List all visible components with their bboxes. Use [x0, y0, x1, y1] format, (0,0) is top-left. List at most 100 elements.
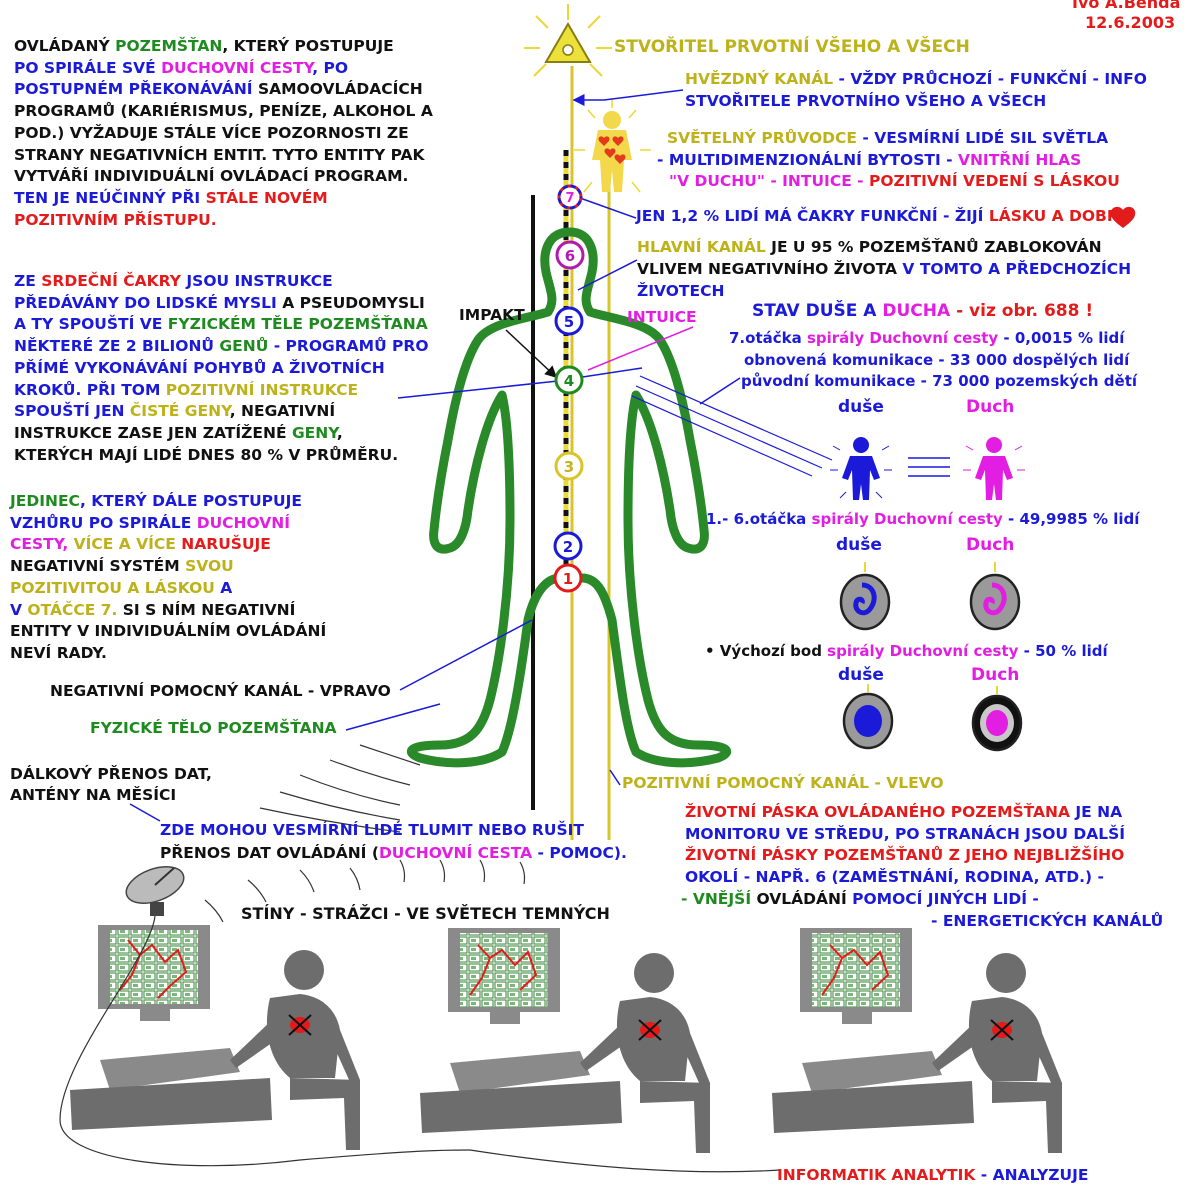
- light-guide-figure: [574, 98, 651, 192]
- individual-text-line: SI S NÍM NEGATIVNÍ: [117, 601, 295, 619]
- chakra-5: 5: [556, 308, 582, 334]
- heart-text-line: , NEGATIVNÍ: [230, 402, 335, 420]
- heart-text-line: ZE: [14, 272, 41, 290]
- intro-text-line: PO SPIRÁLE SVÉ: [14, 59, 161, 77]
- individual-text-line: POZITIVITOU A LÁSKOU: [10, 579, 220, 597]
- heart-chakra-text: ZE SRDEČNÍ ČAKRY JSOU INSTRUKCE PŘEDÁVÁN…: [14, 271, 429, 466]
- shadows-guardians-label: STÍNY - STRÁŽCI - VE SVĚTECH TEMNÝCH: [241, 904, 610, 924]
- heart-text-line: JSOU INSTRUKCE: [181, 272, 333, 290]
- individual-text-line: , KTERÝ DÁLE POSTUPUJE: [80, 492, 302, 510]
- turn-7-part: Duchovní cesty: [869, 329, 998, 347]
- star-channel-part: HVĚZDNÝ KANÁL: [685, 70, 833, 88]
- spirit-head-middle: [971, 562, 1019, 629]
- intro-text-line: POZITIVNÍM PŘÍSTUPU.: [14, 210, 433, 232]
- spirit-figure-magenta: [963, 437, 1025, 500]
- intro-text-line: DUCHOVNÍ CESTY: [161, 59, 312, 77]
- operator-workstation-right: [772, 928, 1062, 1153]
- physical-body-label: FYZICKÉ TĚLO POZEMŠŤANA: [90, 719, 337, 738]
- main-channel-part: JE U 95 % POZEMŠŤANŮ ZABLOKOVÁN: [766, 238, 1102, 256]
- heart-text-line: A TY SPOUŠTÍ VE: [14, 315, 168, 333]
- intro-text-line: POSTUPNÉM PŘEKONÁVÁNÍ: [14, 80, 258, 98]
- informatik-part: INFORMATIK ANALYTIK: [777, 1166, 975, 1184]
- individual-text-line: V: [10, 601, 27, 619]
- chakra-2-label: 2: [563, 538, 573, 556]
- individual-text-line: OTÁČCE 7.: [27, 601, 117, 619]
- intro-text-line: , KTERÝ POSTUPUJE: [222, 37, 393, 55]
- informatik-label: INFORMATIK ANALYTIK - ANALYZUJE: [777, 1166, 1088, 1185]
- turn-1-6-label: 1.- 6.otáčka spirály Duchovní cesty - 49…: [706, 510, 1139, 528]
- soul-spirit-exchange-arrows: [908, 458, 950, 476]
- star-channel-part: - VŽDY PRŮCHOZÍ - FUNKČNÍ - INFO: [833, 70, 1147, 88]
- individual-text-line: JEDINEC: [10, 492, 80, 510]
- light-guide-label-2: - MULTIDIMENZIONÁLNÍ BYTOSTI - VNITŘNÍ H…: [657, 151, 1081, 170]
- soul-label-top: duše: [838, 397, 884, 418]
- chakra-4-label: 4: [564, 372, 574, 390]
- individual-text-line: NEGATIVNÍ SYSTÉM: [10, 557, 185, 575]
- main-channel-part: HLAVNÍ KANÁL: [637, 238, 766, 256]
- intro-text-line: STRANY NEGATIVNÍCH ENTIT. TYTO ENTITY PA…: [14, 145, 433, 167]
- functional-chakras-part: JEN 1,2 % LIDÍ MÁ ČAKRY FUNKČNÍ - ŽIJÍ: [636, 207, 989, 225]
- spirit-label-bottom: Duch: [971, 665, 1019, 686]
- cosmic-people-label-2: PŘENOS DAT OVLÁDÁNÍ (DUCHOVNÍ CESTA - PO…: [160, 844, 627, 863]
- chakra-4: 4: [556, 367, 582, 393]
- turn-7-label: 7.otáčka spirály Duchovní cesty - 0,0015…: [729, 329, 1124, 347]
- chakra-5-label: 5: [564, 313, 574, 331]
- individual-text-line: ENTITY V INDIVIDUÁLNÍM OVLÁDÁNÍ: [10, 621, 326, 643]
- heart-text-line: PŘEDÁVÁNY DO LIDSKÉ MYSLI: [14, 294, 277, 312]
- starting-point-part: spirály: [827, 642, 889, 660]
- chakra-7: 7: [559, 186, 581, 208]
- spirit-label-middle: Duch: [966, 535, 1014, 556]
- individual-text-line: VZHŮRU PO SPIRÁLE: [10, 514, 197, 532]
- chakra-2: 2: [555, 533, 581, 559]
- creator-eye-icon: [524, 4, 612, 76]
- remote-transfer-label: DÁLKOVÝ PŘENOS DAT,: [10, 765, 212, 784]
- light-guide-part: VNITŘNÍ HLAS: [958, 151, 1081, 169]
- life-tape-line: OVLÁDÁNÍ: [751, 890, 852, 908]
- operator-workstation-center: [420, 928, 710, 1153]
- soul-state-title-part: DUCHA: [882, 301, 950, 321]
- chakra-7-label: 7: [565, 191, 574, 206]
- heart-text-line: GENY: [292, 424, 337, 442]
- author-label: Ivo A.Benda: [1072, 0, 1180, 13]
- life-tape-text: ŽIVOTNÍ PÁSKA OVLÁDANÉHO POZEMŠŤANA JE N…: [685, 802, 1163, 932]
- heart-text-line: POZITIVNÍ INSTRUKCE: [166, 381, 358, 399]
- individual-text-line: SVOU: [185, 557, 234, 575]
- intuition-label: INTUICE: [627, 308, 697, 327]
- turn-1-6-part: Duchovní cesty: [874, 510, 1003, 528]
- starting-point-part: Duchovní cesty: [890, 642, 1019, 660]
- heart-text-line: - PROGRAMŮ PRO: [268, 337, 428, 355]
- informatik-part: - ANALYZUJE: [975, 1166, 1088, 1184]
- positive-channel-label: POZITIVNÍ POMOCNÝ KANÁL - VLEVO: [622, 774, 944, 793]
- heart-text-line: SRDEČNÍ ČAKRY: [41, 272, 181, 290]
- turn-1-6-part: - 49,9985 % lidí: [1003, 510, 1140, 528]
- individual-text: JEDINEC, KTERÝ DÁLE POSTUPUJE VZHŮRU PO …: [10, 491, 326, 665]
- spirit-label-top: Duch: [966, 397, 1014, 418]
- life-tape-line: JE NA: [1070, 803, 1122, 821]
- light-guide-label-3: "V DUCHU" - INTUICE - POZITIVNÍ VEDENÍ S…: [669, 172, 1120, 191]
- life-tape-line: OKOLÍ - NAPŘ. 6 (ZAMĚSTNÁNÍ, RODINA, ATD…: [685, 867, 1163, 889]
- soul-label-bottom: duše: [838, 665, 884, 686]
- starting-point-part: • Výchozí bod: [705, 642, 827, 660]
- heart-text-line: NĚKTERÉ ZE 2 BILIONŮ: [14, 337, 219, 355]
- cosmic-people-label: ZDE MOHOU VESMÍRNÍ LIDÉ TLUMIT NEBO RUŠI…: [160, 821, 584, 840]
- soul-state-title-part: - viz obr. 688 !: [950, 301, 1093, 321]
- intro-text-line: TEN JE NEÚČINNÝ PŘI: [14, 189, 206, 207]
- intro-text-line: STÁLE NOVÉM: [206, 189, 328, 207]
- renewed-communication-label: obnovená komunikace - 33 000 dospělých l…: [744, 351, 1129, 369]
- light-guide-part: - MULTIDIMENZIONÁLNÍ BYTOSTI -: [657, 151, 958, 169]
- heart-text-line: KTERÝCH MAJÍ LIDÉ DNES 80 % V PRŮMĚRU.: [14, 445, 429, 467]
- heart-text-line: GENŮ: [219, 337, 268, 355]
- heart-text-line: ČISTÉ GENY: [130, 402, 230, 420]
- heart-text-line: ,: [337, 424, 343, 442]
- chakra-6-label: 6: [565, 247, 575, 265]
- individual-text-line: NEVÍ RADY.: [10, 643, 326, 665]
- main-channel-label: HLAVNÍ KANÁL JE U 95 % POZEMŠŤANŮ ZABLOK…: [637, 238, 1102, 257]
- light-guide-label: SVĚTELNÝ PRŮVODCE - VESMÍRNÍ LIDÉ SIL SV…: [667, 129, 1108, 148]
- intro-text-line: , PO: [312, 59, 348, 77]
- chakra-1-label: 1: [563, 570, 573, 588]
- impact-label: IMPAKT: [459, 306, 525, 325]
- chakra-1: 1: [555, 565, 581, 591]
- heart-text-line: FYZICKÉM TĚLE POZEMŠŤANA: [168, 315, 428, 333]
- chakra-3: 3: [556, 453, 582, 479]
- soul-label-middle: duše: [836, 535, 882, 556]
